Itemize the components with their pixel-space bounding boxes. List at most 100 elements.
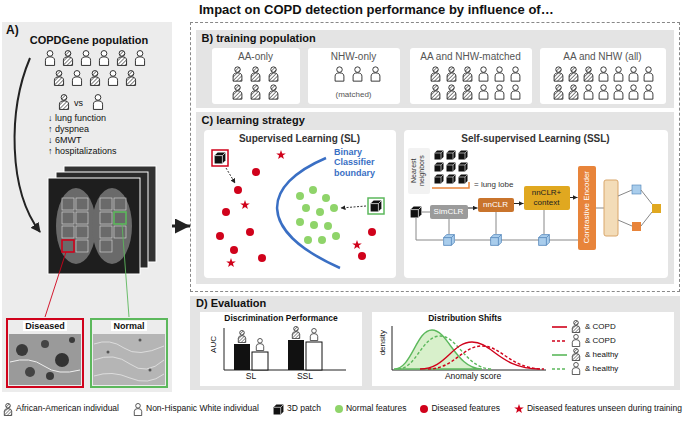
ct-scan — [45, 252, 66, 317]
population-icons — [126, 71, 135, 86]
legend-icon — [572, 348, 579, 360]
ssl-pipeline — [435, 163, 444, 172]
text-slot: Nearest neighbors — [408, 150, 430, 192]
panel-ground — [410, 48, 532, 104]
legend-item: 3D patch — [273, 404, 321, 415]
legend-sample — [3, 403, 13, 416]
training-icons — [554, 85, 563, 99]
ct-scan — [62, 198, 126, 252]
ct-scan — [100, 240, 112, 252]
classifier-plot — [352, 240, 362, 249]
population-icons — [59, 95, 68, 110]
boundary-label: Binary Classifier boundary — [334, 147, 394, 178]
text-slot: AUC — [208, 336, 220, 353]
text-slot: ↑ hospitalizations — [48, 146, 168, 156]
ssl-pipeline — [411, 151, 661, 246]
node-heading: Normal — [111, 321, 146, 331]
training-icons — [629, 67, 638, 81]
text-slot: nnCLR — [478, 200, 514, 209]
method-box: nnCLR — [478, 198, 514, 212]
symptom-item: ↑ hospitalizations — [48, 146, 117, 156]
population-icons — [135, 51, 144, 66]
ssl-pipeline — [435, 151, 444, 160]
node-heading: Supervised Learning (SL) — [239, 133, 360, 145]
comparison-word: vs — [74, 98, 83, 108]
text-slot: Anomaly score — [400, 372, 546, 382]
ct-scan — [114, 212, 126, 224]
classifier-plot — [277, 158, 340, 268]
classifier-plot — [226, 168, 235, 183]
ct-scan — [56, 188, 96, 264]
tissue-texture — [149, 369, 152, 372]
tissue-texture — [55, 353, 69, 367]
panel-ground — [204, 130, 396, 278]
ssl-pipeline — [411, 207, 422, 218]
ssl-pipeline — [444, 235, 455, 246]
training-icons — [644, 85, 653, 99]
auc-chart — [252, 352, 268, 370]
legend-text: & healthy — [585, 350, 618, 359]
population-icons — [45, 51, 144, 110]
text-slot: Diseased — [8, 321, 82, 331]
ct-scan — [62, 226, 74, 238]
ct-scan — [114, 198, 126, 210]
encoder-block: Contrastive Encoder — [578, 166, 596, 250]
dashed-frame: Impact on COPD detection performance by … — [190, 22, 680, 292]
classifier-plot — [276, 150, 286, 159]
ssl-pipeline — [491, 235, 502, 246]
chart-title: Distribution Shifts — [428, 314, 502, 324]
ssl-pipeline — [459, 151, 468, 160]
text-slot: COPDGene population — [10, 34, 168, 47]
ct-scan — [76, 198, 88, 210]
legend-item: Diseased features — [420, 404, 500, 414]
text-slot: Discrimination Performance — [204, 314, 358, 324]
text-slot: A) — [6, 24, 30, 38]
connector — [570, 197, 578, 198]
classifier-plot — [230, 246, 238, 254]
connector — [514, 203, 524, 204]
legend-item: & healthy — [552, 362, 618, 375]
neighbors-tag: Nearest neighbors — [408, 148, 430, 194]
legend-text: Normal features — [346, 404, 406, 414]
legend-line — [552, 326, 567, 328]
legend-line — [552, 354, 567, 356]
text-slot: SL — [234, 372, 268, 382]
ct-scan — [100, 198, 112, 210]
training-icons — [447, 67, 456, 81]
text-slot: Contrastive Encoder — [578, 171, 596, 243]
training-icons — [584, 67, 593, 81]
text-slot: Self-supervised Learning (SSL) — [404, 133, 668, 145]
training-icons — [269, 67, 278, 81]
training-icons — [251, 85, 260, 99]
classifier-plot — [310, 221, 318, 229]
ssl-pipeline — [544, 210, 545, 234]
tissue-texture — [69, 337, 75, 343]
panel-ground — [372, 312, 674, 386]
population-icons — [54, 71, 63, 86]
population-icons — [63, 51, 72, 66]
classifier-plot — [368, 198, 384, 214]
ct-scan — [114, 226, 126, 238]
training-icons — [599, 67, 608, 81]
legend-item: & COPD — [552, 320, 616, 333]
training-icons — [233, 85, 242, 99]
node-heading: nnCLR — [483, 200, 508, 209]
legend-text: African-American individual — [16, 404, 119, 414]
classifier-plot — [212, 150, 228, 166]
training-icons — [629, 85, 638, 99]
auc-chart — [292, 326, 299, 338]
text-slot: SimCLR — [430, 207, 468, 216]
ssl-pipeline — [432, 182, 469, 188]
note-label: = lung lobe — [474, 180, 513, 189]
classifier-plot — [258, 254, 266, 262]
tissue-texture — [107, 351, 110, 354]
legend-item: African-American individual — [3, 403, 119, 416]
ct-scan — [122, 224, 129, 317]
population-icons — [72, 71, 81, 86]
classifier-plot — [216, 168, 376, 262]
ssl-pipeline — [641, 212, 652, 226]
training-icons — [233, 67, 653, 99]
training-icons — [371, 67, 380, 81]
panel-ground — [200, 312, 362, 386]
ct-scan — [76, 226, 88, 238]
